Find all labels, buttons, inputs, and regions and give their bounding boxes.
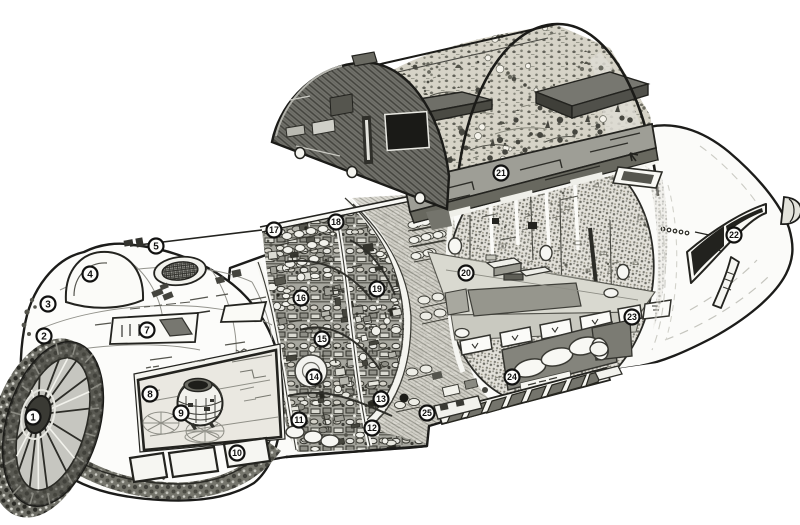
svg-text:20: 20 <box>461 268 471 278</box>
svg-text:15: 15 <box>317 334 327 344</box>
svg-text:7: 7 <box>144 326 150 337</box>
svg-text:3: 3 <box>45 300 51 311</box>
svg-text:24: 24 <box>507 372 517 382</box>
svg-text:16: 16 <box>296 293 306 303</box>
svg-text:11: 11 <box>294 415 303 425</box>
svg-text:18: 18 <box>331 217 341 227</box>
svg-text:14: 14 <box>309 372 319 382</box>
svg-text:4: 4 <box>87 270 93 281</box>
svg-text:5: 5 <box>153 242 159 253</box>
svg-text:10: 10 <box>232 448 242 458</box>
svg-text:21: 21 <box>496 168 506 178</box>
svg-text:22: 22 <box>729 230 739 240</box>
svg-text:25: 25 <box>422 408 432 418</box>
svg-text:1: 1 <box>30 413 36 424</box>
svg-text:2: 2 <box>41 332 47 343</box>
svg-text:8: 8 <box>147 390 153 401</box>
svg-text:23: 23 <box>627 312 637 322</box>
svg-text:13: 13 <box>376 394 386 404</box>
svg-text:12: 12 <box>367 423 377 433</box>
svg-text:9: 9 <box>178 409 184 420</box>
svg-text:17: 17 <box>269 225 279 235</box>
svg-text:19: 19 <box>372 284 382 294</box>
